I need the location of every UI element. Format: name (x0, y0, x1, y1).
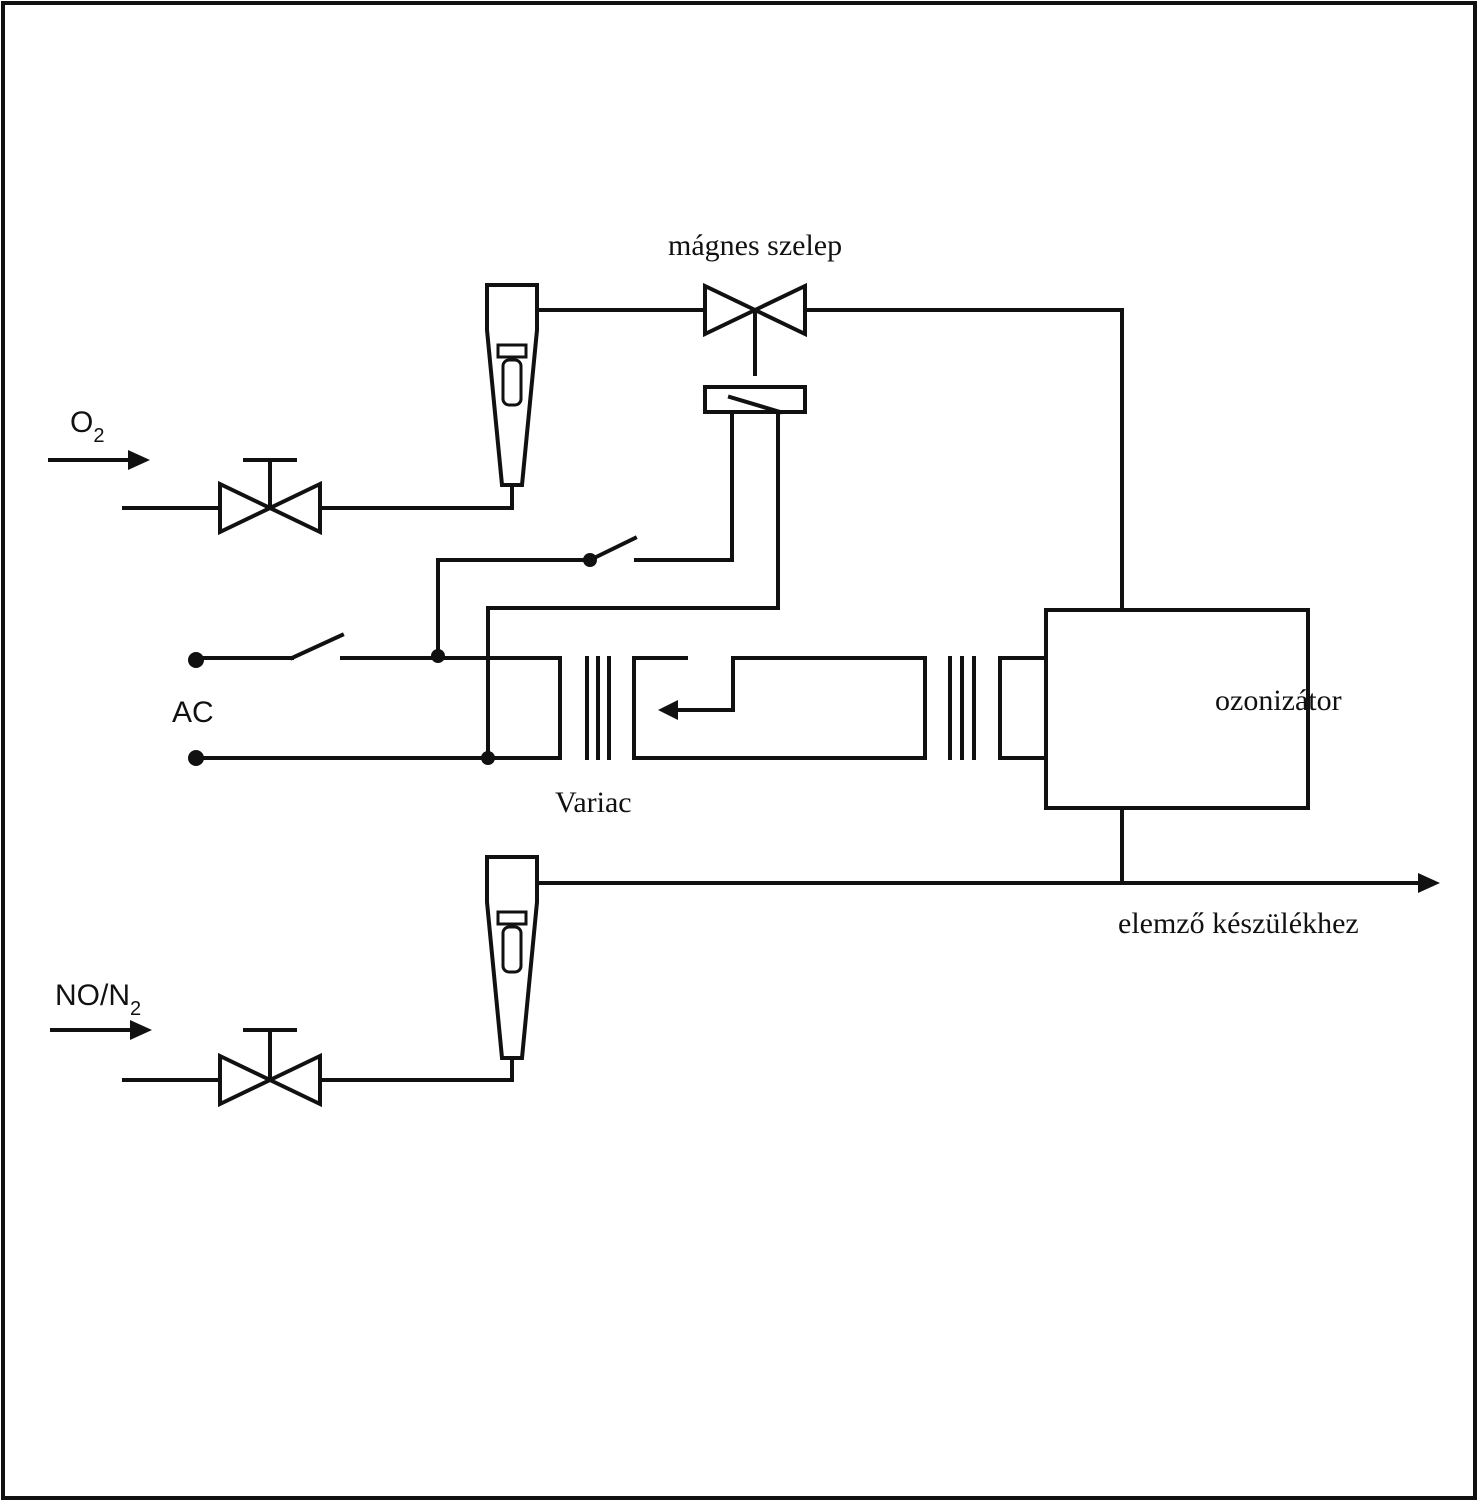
o2-needle-valve (218, 458, 322, 536)
solenoid-wire-right (486, 410, 780, 760)
ac-label: AC (172, 696, 214, 729)
no-flowmeter-icon (485, 855, 539, 1060)
solenoid-switch (436, 535, 638, 657)
no-n2-label: NO/N2 (55, 979, 141, 1020)
no-inlet-arrow (50, 1020, 152, 1040)
no-needle-valve (218, 1028, 322, 1108)
hv-transformer-icon (948, 656, 1048, 760)
solenoid-wire-left (634, 410, 734, 562)
main-switch (194, 632, 562, 663)
analyzer-outlet-arrow (535, 873, 1440, 893)
ozonizer-label: ozonizátor (1215, 684, 1342, 717)
variac-label: Variac (555, 786, 632, 819)
o2-pipe-to-flowmeter (318, 483, 514, 510)
solenoid-valve-icon (703, 282, 807, 415)
no-pipe-to-flowmeter (318, 1056, 514, 1082)
junction-dot (481, 751, 495, 765)
o2-label: O2 (70, 406, 104, 447)
ozonizer-box (1044, 608, 1310, 810)
solenoid-valve-label: mágnes szelep (668, 229, 842, 262)
pipe-solenoid-to-ozonizer (803, 308, 1124, 612)
o2-flowmeter-icon (485, 283, 539, 487)
analyzer-label: elemző készülékhez (1118, 907, 1359, 940)
variac-icon (558, 656, 927, 760)
o2-inlet-arrow (48, 450, 150, 470)
